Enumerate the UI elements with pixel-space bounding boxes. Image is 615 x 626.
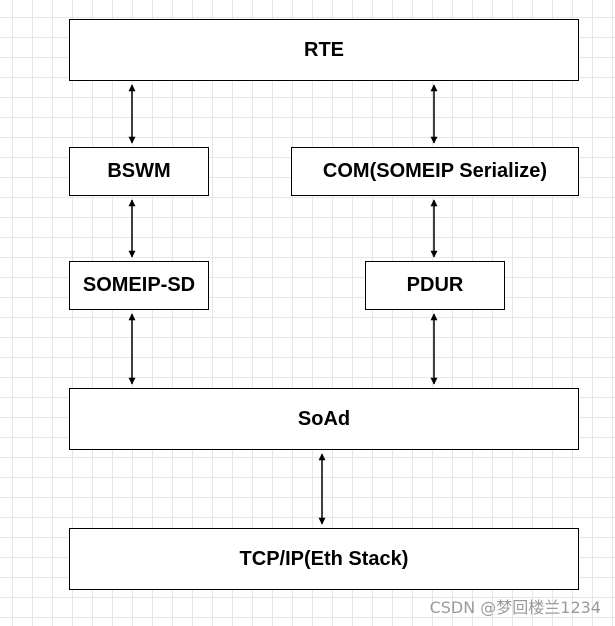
- node-someip-sd: SOMEIP-SD: [69, 261, 209, 310]
- node-rte-label: RTE: [304, 38, 344, 61]
- node-rte: RTE: [69, 19, 579, 81]
- node-com-label: COM(SOMEIP Serialize): [322, 160, 548, 182]
- node-bswm-label: BSWM: [107, 160, 171, 182]
- node-tcpip-label: TCP/IP(Eth Stack): [239, 547, 409, 570]
- node-pdur: PDUR: [365, 261, 505, 310]
- node-bswm: BSWM: [69, 147, 209, 196]
- node-soad-label: SoAd: [297, 407, 351, 430]
- node-someip-sd-label: SOMEIP-SD: [82, 274, 196, 296]
- watermark: CSDN @梦回楼兰1234: [429, 598, 601, 617]
- node-soad: SoAd: [69, 388, 579, 450]
- node-com: COM(SOMEIP Serialize): [291, 147, 579, 196]
- node-tcpip: TCP/IP(Eth Stack): [69, 528, 579, 590]
- node-pdur-label: PDUR: [406, 274, 464, 296]
